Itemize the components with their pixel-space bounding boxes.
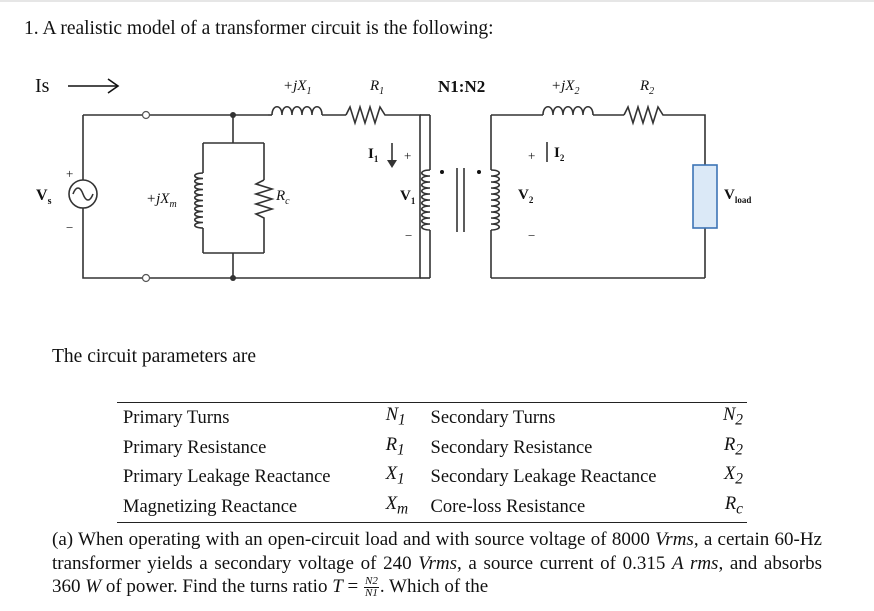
source-plus: +	[66, 166, 73, 181]
primary-current-label: I1	[368, 146, 379, 164]
param-symbol: X2	[723, 464, 743, 489]
param-name: Secondary Turns	[424, 401, 710, 433]
param-symbol: N2	[710, 401, 747, 433]
table-row: Primary Leakage Reactance X1 Secondary L…	[117, 462, 747, 492]
core-loss-label: Rc	[275, 188, 290, 207]
param-symbol: X1	[385, 464, 405, 489]
top-divider	[0, 0, 874, 2]
param-name: Secondary Leakage Reactance	[430, 467, 657, 488]
param-symbol: R2	[723, 434, 743, 459]
part-a-question: (a) When operating with an open-circuit …	[52, 529, 822, 600]
magnetizing-label: +jXm	[146, 191, 177, 210]
param-symbol: Xm	[379, 492, 425, 523]
param-symbol: R1	[385, 434, 405, 459]
v1-plus: +	[404, 148, 411, 163]
turns-ratio-label: N1:N2	[438, 77, 485, 96]
param-symbol: N1	[379, 401, 425, 433]
param-name: Primary Leakage Reactance	[123, 467, 331, 488]
param-name: Magnetizing Reactance	[117, 492, 380, 523]
source-current-label: Is	[35, 75, 50, 97]
param-symbol: Rc	[710, 492, 747, 523]
source-voltage-label: Vs	[36, 187, 52, 207]
table-row: Primary Turns N1 Secondary Turns N2	[117, 401, 747, 433]
load-box	[692, 164, 718, 229]
secondary-resistance-label: R2	[639, 78, 654, 97]
question-text: A realistic model of a transformer circu…	[42, 18, 494, 39]
load-voltage-label: Vload	[724, 187, 751, 205]
v2-minus: −	[528, 228, 535, 243]
secondary-reactance-label: +jX2	[551, 78, 579, 97]
question-number: 1.	[24, 18, 39, 39]
param-name: Primary Resistance	[123, 437, 267, 458]
param-name: Primary Turns	[117, 401, 380, 433]
table-row: Primary Resistance R1 Secondary Resistan…	[117, 433, 747, 463]
v2-plus: +	[528, 148, 535, 163]
parameters-table: Primary Turns N1 Secondary Turns N2 Prim…	[117, 401, 747, 523]
param-name: Core-loss Resistance	[424, 492, 710, 523]
secondary-voltage-label: V2	[518, 187, 534, 205]
question-title: 1. A realistic model of a transformer ci…	[24, 18, 494, 40]
primary-reactance-label: +jX1	[283, 78, 311, 97]
v1-minus: −	[405, 228, 412, 243]
secondary-current-label: I2	[554, 145, 565, 163]
transformer-circuit-diagram: Is + − Vs +jXm Rc +jX1 R1 N1:N2 +jX2 R2 …	[35, 75, 751, 283]
primary-voltage-label: V1	[400, 188, 416, 206]
param-name: Secondary Resistance	[430, 437, 593, 458]
table-row: Magnetizing Reactance Xm Core-loss Resis…	[117, 492, 747, 523]
params-intro: The circuit parameters are	[52, 346, 257, 367]
source-minus: −	[66, 220, 73, 235]
primary-resistance-label: R1	[369, 78, 384, 97]
